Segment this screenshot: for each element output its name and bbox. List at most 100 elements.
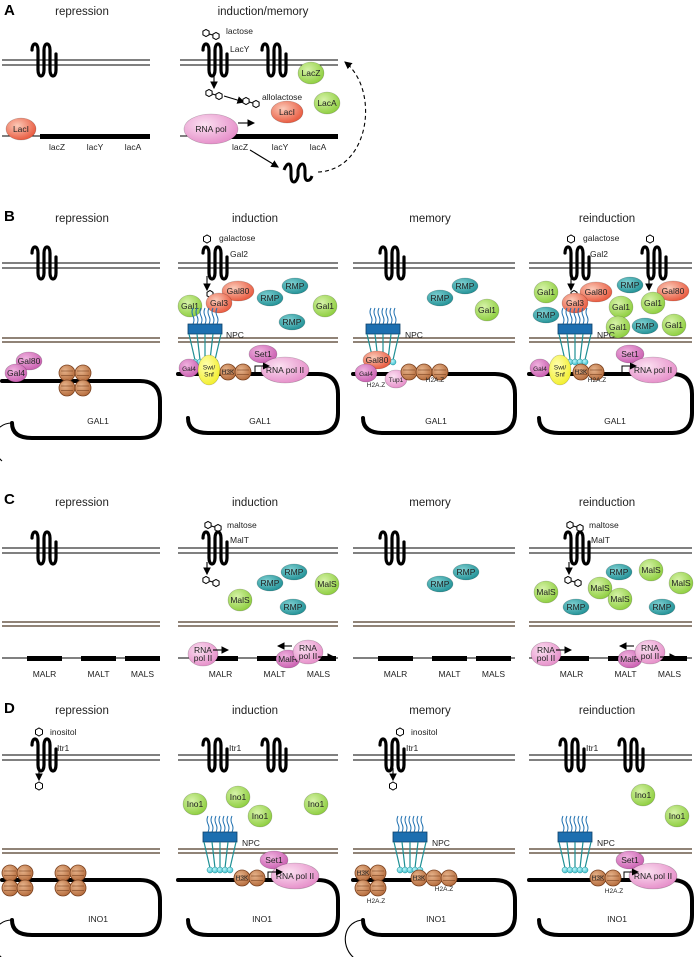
panel-b-rep-gal4 bbox=[4, 363, 28, 383]
panel-c-ind-mals-b-label: MalS bbox=[317, 579, 337, 589]
panel-c-rei-mals-e bbox=[607, 587, 633, 611]
panel-c-ind-malt bbox=[201, 530, 229, 566]
nucleosome bbox=[16, 864, 34, 882]
panel-a-ind-gene-lacy: lacY bbox=[272, 142, 289, 152]
panel-c-rei-rnapol-a bbox=[530, 641, 562, 667]
panel-b-rei-rmp-b bbox=[532, 306, 560, 324]
panel-b-rei-rmp-a bbox=[616, 276, 644, 294]
panel-d-rei-itr1-label: Itr1 bbox=[586, 743, 599, 753]
sugar-molecule-icon bbox=[212, 578, 220, 588]
panel-d-mem-gene: INO1 bbox=[426, 914, 446, 924]
panel-b-mem-gal4-label: Gal4 bbox=[359, 371, 373, 378]
panel-d-title-reinduction: reinduction bbox=[579, 705, 635, 717]
panel-c-rei-rnapol-b bbox=[634, 639, 666, 665]
panel-a-repression-membrane bbox=[2, 59, 150, 66]
panel-a-feedback-arrow bbox=[317, 61, 366, 173]
nucleosome bbox=[369, 879, 387, 897]
nuclear-envelope bbox=[178, 337, 338, 343]
nucleosome bbox=[54, 864, 72, 882]
panel-d-ind-set1 bbox=[259, 850, 289, 870]
panel-c-gene-block bbox=[378, 656, 413, 661]
panel-b-rei-rmp-a-label: RMP bbox=[621, 280, 640, 290]
panel-b-rei-galactose-icon bbox=[567, 234, 575, 244]
panel-a-ind-gene-laca: lacA bbox=[310, 142, 327, 152]
panel-d-rep-gene: INO1 bbox=[88, 914, 108, 924]
panel-a-repression-lacy bbox=[30, 42, 58, 78]
panel-a-rep-gene-lacz: lacZ bbox=[49, 142, 65, 152]
panel-d-rei-ino1-b-label: Ino1 bbox=[669, 811, 686, 821]
nuclear-envelope bbox=[529, 621, 692, 627]
panel-b-mem-gene: GAL1 bbox=[425, 416, 447, 426]
panel-d-ind-itr1 bbox=[201, 737, 229, 773]
panel-c-rei-mals-b bbox=[533, 580, 559, 604]
panel-b-mem-tup1-label: Tup1 bbox=[389, 377, 404, 384]
panel-b-rep-gal4-label: Gal4 bbox=[7, 368, 25, 378]
panel-b-ind-rmp-b-label: RMP bbox=[261, 293, 280, 303]
panel-c-title-induction: induction bbox=[232, 497, 278, 509]
panel-d-ind-chromatin bbox=[176, 878, 340, 937]
panel-c-ind-rmp-c-label: RMP bbox=[284, 602, 303, 612]
panel-b-mem-h2az-a: H2A.Z bbox=[367, 382, 385, 389]
panel-c-gene-label: MALS bbox=[658, 669, 681, 679]
panel-c-ind-malr-label: MalR bbox=[278, 654, 298, 664]
panel-b-ind-gal1-b-label: Gal1 bbox=[316, 301, 334, 311]
panel-c-membrane-induction bbox=[178, 547, 338, 554]
panel-d-membrane-repression bbox=[2, 754, 160, 761]
panel-c-rei-mals-d-label: MalS bbox=[671, 578, 691, 588]
panel-d-ind-rnapol bbox=[270, 862, 320, 890]
panel-b-rep-gal2 bbox=[30, 245, 58, 281]
panel-b-ind-galactose-icon bbox=[203, 234, 211, 244]
panel-a-laca-protein-label: LacA bbox=[317, 98, 337, 108]
panel-c-rei-mals-a bbox=[638, 558, 664, 582]
panel-d-rep-chromatin bbox=[0, 878, 162, 937]
panel-b-rei-gal1-a bbox=[533, 280, 559, 304]
panel-d-ind-gene: INO1 bbox=[252, 914, 272, 924]
panel-d-mem-inositol-icon bbox=[396, 727, 404, 737]
panel-b-rep-chromatin bbox=[0, 379, 162, 440]
panel-b-ind-npc-label: NPC bbox=[226, 330, 244, 340]
panel-a-lacz-protein bbox=[297, 61, 325, 85]
panel-d-rep-inositol-icon bbox=[35, 727, 43, 737]
panel-a-allolactose-label: allolactose bbox=[262, 92, 302, 102]
panel-d-title-repression: repression bbox=[55, 705, 109, 717]
panel-d-ind-ino1-d bbox=[303, 792, 329, 816]
nucleosome bbox=[587, 363, 605, 381]
panel-b-mem-gal4 bbox=[354, 363, 378, 383]
panel-c-rei-maltose-icon bbox=[573, 525, 577, 528]
panel-a-conversion-arrow bbox=[223, 95, 246, 104]
panel-b-mem-rmp-b bbox=[426, 289, 454, 307]
panel-b-ind-rnapol bbox=[260, 356, 310, 384]
panel-b-ind-set1-label: Set1 bbox=[254, 349, 272, 359]
panel-d-rei-set1-label: Set1 bbox=[621, 855, 639, 865]
panel-b-rei-gal1-a-label: Gal1 bbox=[537, 287, 555, 297]
panel-c-rei-mals-c-label: MalS bbox=[590, 583, 610, 593]
panel-b-ind-h3k4: H3K bbox=[222, 369, 235, 376]
nucleosome bbox=[16, 879, 34, 897]
panel-c-gene-block bbox=[203, 656, 238, 661]
panel-b-rep-gal80 bbox=[15, 351, 43, 371]
panel-b-rei-galactose: galactose bbox=[583, 233, 620, 243]
panel-c-ind-rmp-b-label: RMP bbox=[261, 578, 280, 588]
panel-b-mem-gal2 bbox=[378, 245, 406, 281]
panel-c-rei-malt bbox=[563, 530, 591, 566]
panel-c-mem-rmp-a bbox=[452, 563, 480, 581]
panel-c-gene-label: MALT bbox=[263, 669, 285, 679]
panel-a-label: A bbox=[4, 2, 15, 19]
panel-c-mem-rmp-a-label: RMP bbox=[457, 567, 476, 577]
panel-b-membrane-memory bbox=[353, 262, 515, 269]
panel-c-rei-maltose: maltose bbox=[589, 520, 619, 530]
panel-c-gene-block bbox=[81, 656, 116, 661]
panel-c-mem-rmp-b-label: RMP bbox=[431, 579, 450, 589]
panel-c-gene-block bbox=[476, 656, 511, 661]
panel-c-ind-rmp-a-label: RMP bbox=[285, 567, 304, 577]
panel-b-rep-gene: GAL1 bbox=[87, 416, 109, 426]
panel-b-mem-npc-label: NPC bbox=[405, 330, 423, 340]
panel-a-new-lacy bbox=[282, 162, 314, 184]
sugar-molecule-icon bbox=[389, 781, 397, 791]
panel-c-rep-malt bbox=[30, 530, 58, 566]
sugar-molecule-icon bbox=[204, 520, 212, 530]
panel-b-rei-gal80-label: Gal80 bbox=[585, 287, 608, 297]
panel-b-rei-gal80 bbox=[579, 281, 613, 303]
